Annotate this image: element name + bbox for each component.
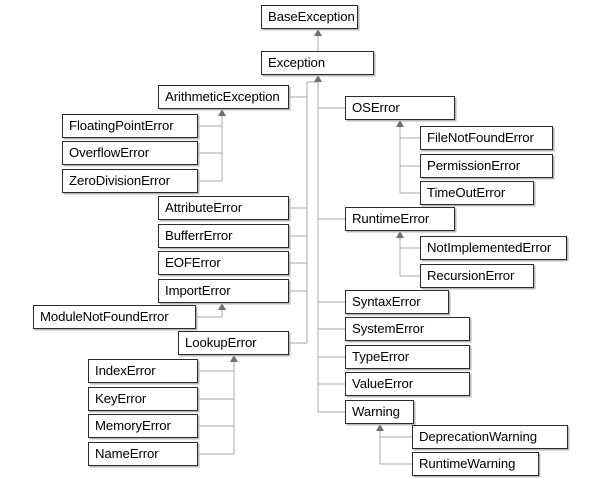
class-node-syntaxerror: SyntaxError bbox=[345, 290, 449, 314]
class-node-typeerror: TypeError bbox=[345, 345, 470, 369]
class-node-eoferror: EOFError bbox=[158, 251, 289, 275]
class-node-label: ArithmeticException bbox=[165, 89, 280, 105]
class-node-exception: Exception bbox=[261, 51, 374, 75]
class-node-attributeerror: AttributeError bbox=[158, 196, 289, 220]
class-node-label: TypeError bbox=[352, 349, 409, 365]
class-node-label: AttributeError bbox=[165, 200, 243, 216]
class-node-label: Exception bbox=[268, 55, 326, 71]
class-node-label: OverflowError bbox=[69, 145, 150, 161]
class-node-deprecationwarning: DeprecationWarning bbox=[412, 425, 568, 449]
class-node-label: ValueError bbox=[352, 376, 414, 392]
class-node-indexerror: IndexError bbox=[88, 359, 198, 383]
inheritance-arrowhead bbox=[396, 231, 404, 238]
class-node-label: Warning bbox=[352, 404, 400, 420]
class-node-arithmeticexception: ArithmeticException bbox=[158, 85, 289, 109]
class-node-label: OSError bbox=[352, 100, 400, 116]
class-node-timeouterror: TimeOutError bbox=[420, 181, 534, 205]
class-node-label: SystemError bbox=[352, 321, 425, 337]
inheritance-arrowhead bbox=[314, 29, 322, 36]
class-node-label: MemoryError bbox=[95, 418, 171, 434]
class-node-label: DeprecationWarning bbox=[419, 429, 537, 445]
class-node-valueerror: ValueError bbox=[345, 372, 470, 396]
class-node-label: RecursionError bbox=[427, 268, 515, 284]
inheritance-arrowhead bbox=[230, 355, 238, 362]
class-node-bufferrerror: BufferrError bbox=[158, 224, 289, 248]
class-node-zerodivisionerror: ZeroDivisionError bbox=[62, 169, 198, 193]
class-node-permissionerror: PermissionError bbox=[420, 154, 553, 178]
class-node-recursionerror: RecursionError bbox=[420, 264, 534, 288]
class-node-label: EOFError bbox=[165, 255, 221, 271]
inheritance-arrowhead bbox=[314, 75, 322, 82]
class-node-label: ModuleNotFoundError bbox=[40, 309, 169, 325]
inheritance-arrowhead bbox=[396, 120, 404, 127]
class-node-label: BaseException bbox=[268, 9, 355, 25]
class-node-modulenotfounderror: ModuleNotFoundError bbox=[33, 305, 196, 329]
class-node-runtimewarning: RuntimeWarning bbox=[412, 452, 539, 476]
class-node-lookuperror: LookupError bbox=[178, 331, 289, 355]
class-node-label: IndexError bbox=[95, 363, 156, 379]
class-node-warning: Warning bbox=[345, 400, 414, 424]
class-node-memoryerror: MemoryError bbox=[88, 414, 198, 438]
spine-exception-left bbox=[306, 81, 318, 343]
class-node-label: SyntaxError bbox=[352, 294, 421, 310]
class-node-label: BufferrError bbox=[165, 228, 233, 244]
class-node-label: RuntimeError bbox=[352, 211, 430, 227]
class-node-label: RuntimeWarning bbox=[419, 456, 516, 472]
inheritance-arrowhead bbox=[218, 109, 226, 116]
class-node-floatingpointerror: FloatingPointError bbox=[62, 114, 198, 138]
class-node-filenotfounderror: FileNotFoundError bbox=[420, 126, 553, 150]
class-node-label: ZeroDivisionError bbox=[69, 173, 170, 189]
class-node-overflowerror: OverflowError bbox=[62, 141, 198, 165]
class-node-runtimeerror: RuntimeError bbox=[345, 207, 455, 231]
class-node-label: LookupError bbox=[185, 335, 257, 351]
class-node-label: KeyError bbox=[95, 391, 147, 407]
class-node-label: ImportError bbox=[165, 283, 231, 299]
class-node-baseexception: BaseException bbox=[261, 5, 358, 29]
class-node-label: TimeOutError bbox=[427, 185, 506, 201]
class-node-oserror: OSError bbox=[345, 96, 455, 120]
class-node-label: FloatingPointError bbox=[69, 118, 174, 134]
class-node-systemerror: SystemError bbox=[345, 317, 470, 341]
class-node-notimplementederror: NotImplementedError bbox=[420, 236, 567, 260]
class-node-importerror: ImportError bbox=[158, 279, 289, 303]
class-node-keyerror: KeyError bbox=[88, 387, 198, 411]
class-node-nameerror: NameError bbox=[88, 442, 198, 466]
inheritance-arrowhead bbox=[376, 424, 384, 431]
class-node-label: FileNotFoundError bbox=[427, 130, 534, 146]
class-node-label: NameError bbox=[95, 446, 159, 462]
inheritance-arrowhead bbox=[218, 303, 226, 310]
class-node-label: NotImplementedError bbox=[427, 240, 552, 256]
class-node-label: PermissionError bbox=[427, 158, 521, 174]
